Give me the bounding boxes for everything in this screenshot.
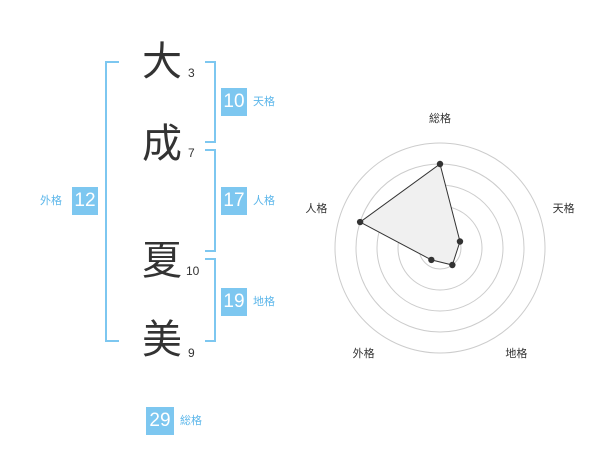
chikaku-bracket	[205, 258, 216, 342]
soukaku-value: 29	[146, 407, 174, 435]
gaikaku-bracket	[105, 61, 119, 342]
radar-point	[436, 160, 444, 168]
name-char-3: 夏	[142, 238, 182, 284]
soukaku-label: 総格	[180, 414, 202, 427]
name-char-4: 美	[142, 317, 182, 363]
stroke-count-1: 3	[188, 66, 195, 80]
radar-polygon	[359, 163, 461, 266]
jinkaku-label: 人格	[253, 194, 275, 207]
jinkaku-bracket	[205, 149, 216, 252]
radar-grid-ring	[334, 142, 546, 354]
radar-axis-label: 天格	[553, 201, 575, 215]
stroke-count-2: 7	[188, 146, 195, 160]
radar-point	[456, 238, 464, 245]
radar-point	[356, 218, 364, 226]
name-char-1: 大	[142, 39, 182, 85]
stroke-count-4: 9	[188, 346, 195, 360]
radar-point	[449, 261, 456, 269]
chikaku-label: 地格	[253, 295, 275, 308]
stroke-count-3: 10	[186, 264, 200, 278]
radar-point	[428, 256, 435, 264]
radar-axis-label: 総格	[429, 111, 451, 125]
name-char-2: 成	[142, 121, 182, 167]
gaikaku-label: 外格	[40, 194, 62, 207]
radar-axis-label: 外格	[353, 346, 375, 360]
jinkaku-value: 17	[221, 187, 247, 215]
tenkaku-label: 天格	[253, 95, 275, 108]
radar-axis-label: 地格	[505, 346, 527, 360]
tenkaku-bracket	[205, 61, 216, 143]
radar-axis-label: 人格	[305, 201, 327, 215]
gaikaku-value: 12	[72, 187, 98, 215]
tenkaku-value: 10	[221, 88, 247, 116]
chikaku-value: 19	[221, 288, 247, 316]
